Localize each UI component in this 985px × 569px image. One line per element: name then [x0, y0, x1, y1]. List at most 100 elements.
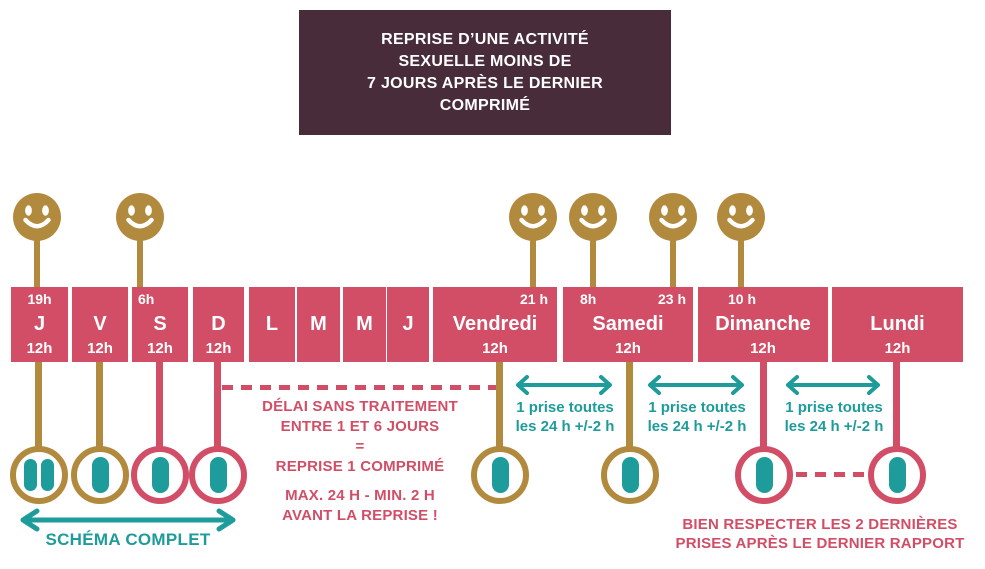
marker-stem — [626, 362, 633, 448]
header-banner: REPRISE D’UNE ACTIVITÉ SEXUELLE MOINS DE… — [299, 10, 671, 135]
schema-complet-arrow-icon — [20, 508, 236, 532]
smiley-face-icon — [649, 193, 697, 241]
day-cell-jeudi-2: J — [387, 287, 429, 362]
pill-icon — [888, 457, 906, 493]
cell-top-time-left: 8h — [580, 291, 597, 307]
cell-bottom-time: 12h — [26, 340, 53, 357]
respecter-note: BIEN RESPECTER LES 2 DERNIÈRES PRISES AP… — [675, 516, 965, 552]
day-cell-vendredi-2: 21 h Vendredi 12h — [433, 287, 557, 362]
cell-top-time — [297, 287, 340, 308]
pill-icon — [755, 457, 773, 493]
cell-top-time: 19h — [27, 291, 52, 307]
marker-stem — [156, 362, 163, 448]
marker-stem — [496, 362, 503, 448]
cell-top-time — [72, 287, 128, 308]
marker-stem — [590, 239, 596, 287]
double-headed-arrow-icon — [786, 375, 880, 395]
double-headed-arrow-icon — [516, 375, 612, 395]
cell-top-time — [343, 287, 386, 308]
pill-marker — [601, 362, 659, 504]
marker-stem — [35, 362, 42, 448]
cell-bottom-time — [249, 340, 295, 362]
cell-bottom-time: 12h — [147, 340, 173, 357]
pill-marker — [189, 362, 247, 504]
pill-circle — [735, 446, 793, 504]
prise-interval-label: 1 prise toutes les 24 h +/-2 h — [784, 399, 884, 435]
day-cell-dimanche: D 12h — [193, 287, 244, 362]
cell-day-label: V — [93, 313, 107, 335]
max-min-note: MAX. 24 H - MIN. 2 H AVANT LA REPRISE ! — [282, 487, 438, 524]
cell-bottom-time: 12h — [750, 340, 776, 357]
pill-circle — [471, 446, 529, 504]
pill-icon — [41, 459, 54, 491]
pill-circle — [868, 446, 926, 504]
header-title: REPRISE D’UNE ACTIVITÉ SEXUELLE MOINS DE… — [367, 30, 603, 114]
cell-top-time — [193, 287, 244, 308]
pill-marker — [10, 362, 68, 504]
smiley-face-icon — [13, 193, 61, 241]
pill-icon — [621, 457, 639, 493]
cell-day-label: Vendredi — [452, 313, 538, 335]
smiley-marker — [13, 193, 61, 287]
day-cell-jeudi: 19h J 12h — [11, 287, 68, 362]
cell-bottom-time: 12h — [205, 340, 232, 357]
pill-circle — [71, 446, 129, 504]
cell-day-label: D — [211, 313, 226, 335]
cell-top-times: 8h 23 h — [563, 287, 693, 308]
cell-day-label: L — [265, 313, 279, 335]
cell-top-time-right: 23 h — [657, 291, 686, 307]
pill-icon — [91, 457, 109, 493]
cell-day-label: Samedi — [592, 313, 664, 335]
smiley-marker — [649, 193, 697, 287]
smiley-face-icon — [509, 193, 557, 241]
day-cell-lundi: L — [249, 287, 295, 362]
smiley-face-icon — [569, 193, 617, 241]
pill-icon — [209, 457, 227, 493]
day-cell-mardi: M — [297, 287, 340, 362]
cell-top-time: 21 h — [519, 291, 548, 307]
pill-circle — [189, 446, 247, 504]
pill-icon — [151, 457, 169, 493]
day-cell-lundi-2: Lundi 12h — [832, 287, 963, 362]
cell-day-label: J — [33, 313, 46, 335]
pill-marker — [131, 362, 189, 504]
prise-interval-label: 1 prise toutes les 24 h +/-2 h — [647, 399, 747, 435]
cell-day-label: Lundi — [870, 313, 925, 335]
cell-bottom-time: 12h — [615, 340, 641, 357]
cell-day-label: J — [402, 313, 414, 335]
cell-top-time — [387, 287, 429, 308]
marker-stem — [137, 239, 143, 287]
smiley-marker — [509, 193, 557, 287]
cell-top-time — [832, 287, 963, 308]
marker-stem — [760, 362, 767, 448]
smiley-marker — [717, 193, 765, 287]
dashed-gap-line — [222, 385, 496, 390]
marker-stem — [96, 362, 103, 448]
pill-icon — [491, 457, 509, 493]
pill-marker — [868, 362, 926, 504]
day-cell-dimanche-2: 10 h Dimanche 12h — [698, 287, 828, 362]
marker-stem — [34, 239, 40, 287]
day-cell-samedi: 6h S 12h — [132, 287, 188, 362]
smiley-face-icon — [717, 193, 765, 241]
cell-top-time — [249, 287, 295, 308]
pill-circle — [131, 446, 189, 504]
cell-bottom-time — [343, 340, 386, 362]
pill-marker — [71, 362, 129, 504]
marker-stem — [530, 239, 536, 287]
cell-bottom-time: 12h — [87, 340, 113, 357]
marker-stem — [738, 239, 744, 287]
pill-marker — [471, 362, 529, 504]
marker-stem — [214, 362, 221, 448]
day-cell-samedi-2: 8h 23 h Samedi 12h — [563, 287, 693, 362]
cell-day-label: M — [356, 313, 373, 335]
smiley-marker — [569, 193, 617, 287]
cell-bottom-time: 12h — [884, 340, 911, 357]
cell-day-label: S — [153, 313, 167, 335]
dashed-link-line — [796, 472, 866, 477]
day-cell-vendredi: V 12h — [72, 287, 128, 362]
cell-day-label: M — [310, 313, 327, 335]
marker-stem — [893, 362, 900, 448]
prise-interval-label: 1 prise toutes les 24 h +/-2 h — [515, 399, 615, 435]
